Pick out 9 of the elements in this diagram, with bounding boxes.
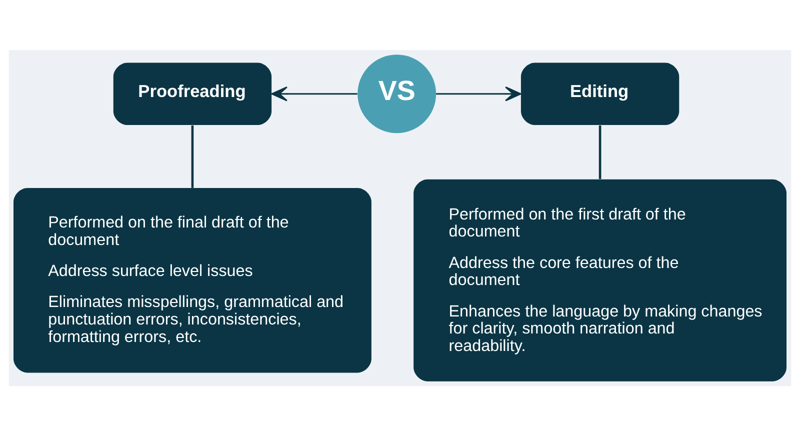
node-box: Performed on the final draft of the document Address surface level issues Eliminates misspellings, grammatical and punctuation errors, inconsistencies, formatting errors, etc. bbox=[13, 188, 372, 373]
node-box: Proofreading bbox=[113, 62, 272, 126]
node-circle: VS bbox=[358, 54, 436, 134]
arrow bbox=[271, 86, 358, 102]
connector bbox=[191, 125, 194, 188]
node-box: Performed on the first draft of the document Address the core features of the document Enhances the language by making changes for clarity, smooth narration and readability. bbox=[414, 179, 787, 382]
arrow bbox=[436, 86, 522, 102]
connector bbox=[598, 125, 602, 180]
node-box: Editing bbox=[520, 62, 680, 126]
